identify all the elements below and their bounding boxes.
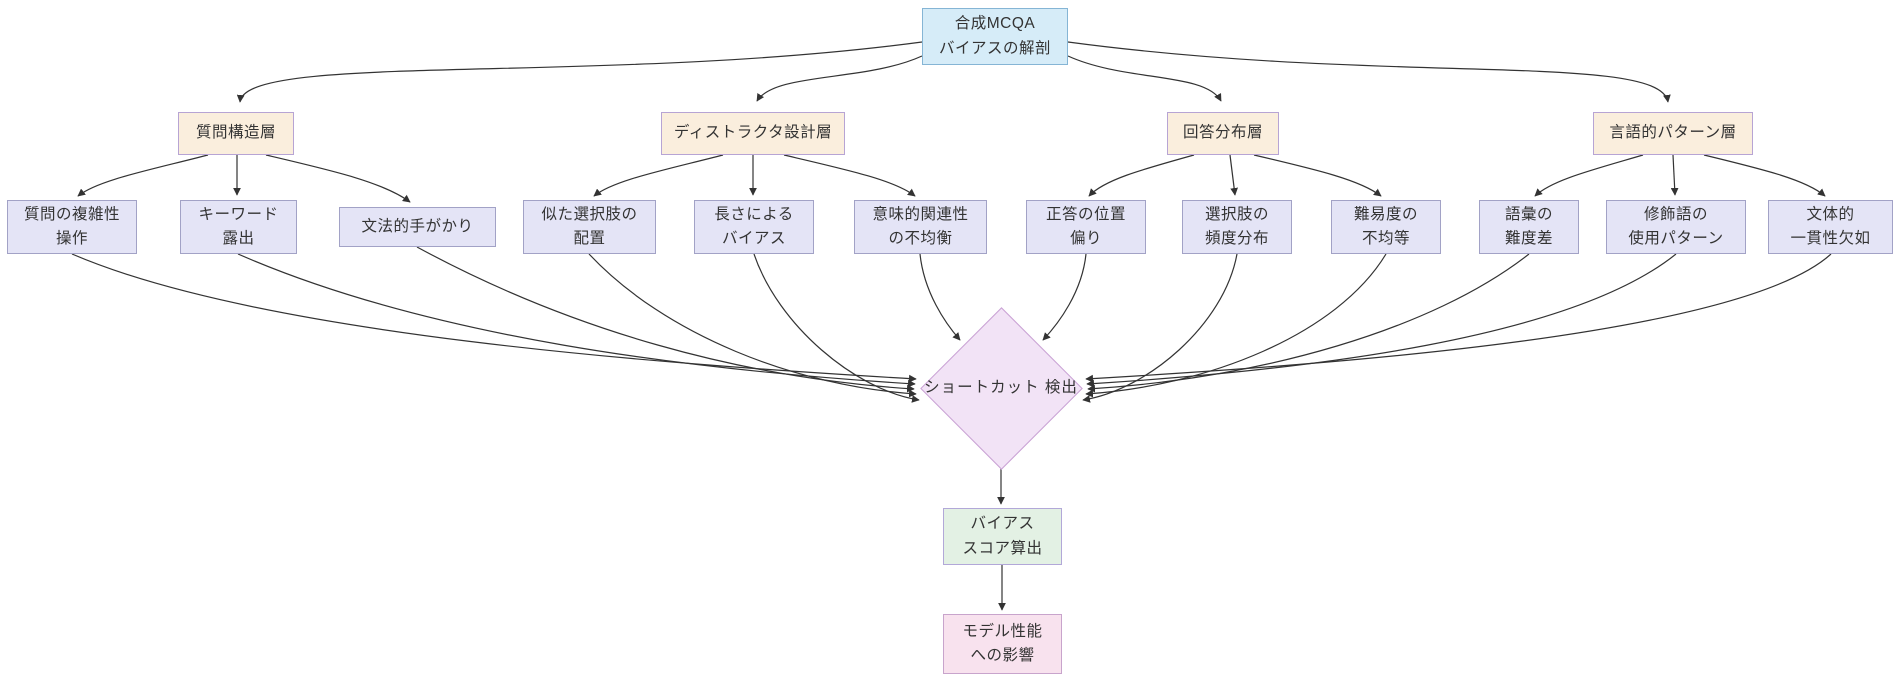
edge-answer-distribution-f7 [1088, 154, 1195, 197]
edge-f7-shortcut-detection [1042, 253, 1087, 341]
node-factor-difficulty-imbalance-line1: 難易度の [1353, 205, 1418, 223]
edge-linguistic-pattern-f11 [1670, 154, 1679, 196]
node-factor-vocabulary-gap: 語彙の 難度差 [1479, 200, 1579, 254]
edge-distractor-design-f6 [783, 154, 916, 197]
node-decision-shortcut-detection: ショートカット 検出 [920, 307, 1083, 470]
node-score-bias-score-line1: バイアス [970, 515, 1035, 533]
edge-root-question-structure [236, 41, 923, 103]
node-factor-similar-choices: 似た選択肢の 配置 [523, 200, 656, 254]
node-factor-semantic-imbalance: 意味的関連性 の不均衡 [854, 200, 987, 254]
node-factor-modifier-pattern: 修飾語の 使用パターン [1606, 200, 1746, 254]
node-impact-model-performance-line2: への影響 [970, 647, 1035, 664]
node-score-bias-score-line2: スコア算出 [962, 539, 1043, 557]
node-factor-vocabulary-gap-line1: 語彙の [1504, 205, 1553, 223]
edge-root-linguistic-pattern [1067, 41, 1671, 103]
node-factor-difficulty-imbalance-line2: 不均等 [1361, 230, 1410, 247]
node-impact-model-performance-line1: モデル性能 [962, 622, 1043, 640]
node-score-bias-score: バイアス スコア算出 [943, 508, 1062, 565]
node-impact-model-performance: モデル性能 への影響 [943, 614, 1062, 674]
node-factor-question-complexity-line1: 質問の複雑性 [23, 205, 120, 223]
node-root-line2: バイアスの解剖 [938, 39, 1051, 57]
node-factor-answer-position: 正答の位置 偏り [1026, 200, 1146, 254]
node-factor-modifier-pattern-line1: 修飾語の [1643, 205, 1708, 223]
node-layer-linguistic-pattern-label: 言語的パターン層 [1609, 124, 1737, 142]
node-factor-style-inconsistency-line2: 一貫性欠如 [1790, 230, 1871, 247]
node-root: 合成MCQA バイアスの解剖 [922, 8, 1068, 65]
node-factor-length-bias-line1: 長さによる [714, 205, 794, 223]
node-factor-modifier-pattern-line2: 使用パターン [1628, 230, 1724, 247]
node-factor-style-inconsistency-line1: 文体的 [1806, 205, 1855, 223]
edge-linguistic-pattern-f10 [1534, 154, 1644, 197]
node-layer-answer-distribution: 回答分布層 [1167, 112, 1279, 155]
edge-f8-shortcut-detection [1082, 253, 1238, 403]
node-factor-grammatical-cues-label: 文法的手がかり [361, 217, 474, 235]
edge-question-structure-f1 [77, 154, 209, 197]
node-factor-answer-position-line1: 正答の位置 [1045, 205, 1126, 223]
node-factor-length-bias-line2: バイアス [721, 230, 786, 247]
node-layer-question-structure-label: 質問構造層 [195, 124, 276, 142]
node-layer-distractor-design-label: ディストラクタ設計層 [673, 124, 833, 142]
node-factor-keyword-exposure-line1: キーワード [198, 205, 279, 223]
node-layer-distractor-design: ディストラクタ設計層 [661, 112, 845, 155]
node-layer-question-structure: 質問構造層 [178, 112, 294, 155]
node-factor-question-complexity-line2: 操作 [55, 230, 88, 247]
edge-distractor-design-f4 [593, 154, 724, 197]
edge-f3-shortcut-detection [416, 246, 915, 393]
node-factor-question-complexity: 質問の複雑性 操作 [7, 200, 137, 254]
node-factor-similar-choices-line1: 似た選択肢の [541, 205, 638, 223]
node-factor-choice-frequency-line1: 選択肢の [1204, 205, 1269, 223]
edge-f4-shortcut-detection [588, 253, 917, 398]
node-root-line1: 合成MCQA [954, 15, 1036, 33]
node-factor-length-bias: 長さによる バイアス [694, 200, 814, 254]
node-factor-style-inconsistency: 文体的 一貫性欠如 [1768, 200, 1893, 254]
node-factor-semantic-imbalance-line1: 意味的関連性 [872, 205, 969, 223]
node-factor-semantic-imbalance-line2: の不均衡 [888, 230, 953, 247]
node-factor-vocabulary-gap-line2: 難度差 [1504, 230, 1553, 247]
node-factor-keyword-exposure: キーワード 露出 [180, 200, 297, 254]
edge-root-answer-distribution [1067, 55, 1222, 102]
edge-f2-shortcut-detection [237, 253, 916, 388]
edge-linguistic-pattern-f12 [1703, 154, 1826, 197]
node-layer-linguistic-pattern: 言語的パターン層 [1593, 112, 1753, 155]
edge-answer-distribution-f9 [1253, 154, 1382, 197]
edge-f12-shortcut-detection [1085, 253, 1832, 383]
edge-f5-shortcut-detection [753, 253, 920, 403]
node-layer-answer-distribution-label: 回答分布層 [1182, 124, 1263, 142]
edge-f1-shortcut-detection [71, 253, 917, 383]
node-factor-choice-frequency-line2: 頻度分布 [1204, 230, 1269, 247]
node-decision-shortcut-detection-label: ショートカット 検出 [924, 376, 1078, 400]
edge-f10-shortcut-detection [1087, 253, 1530, 393]
edge-f11-shortcut-detection [1086, 253, 1677, 388]
edge-f6-shortcut-detection [919, 253, 961, 341]
node-factor-keyword-exposure-line2: 露出 [222, 230, 255, 247]
edge-question-structure-f3 [265, 154, 411, 203]
node-decision-shortcut-detection-line1: ショートカット [924, 378, 1040, 396]
node-factor-grammatical-cues: 文法的手がかり [339, 207, 496, 247]
edge-root-distractor-design [756, 55, 923, 102]
node-factor-difficulty-imbalance: 難易度の 不均等 [1331, 200, 1441, 254]
edge-answer-distribution-f8 [1229, 154, 1238, 196]
edge-f9-shortcut-detection [1085, 253, 1387, 398]
node-factor-choice-frequency: 選択肢の 頻度分布 [1182, 200, 1292, 254]
node-decision-shortcut-detection-line2: 検出 [1044, 378, 1078, 396]
node-factor-answer-position-line2: 偏り [1069, 230, 1102, 247]
node-factor-similar-choices-line2: 配置 [573, 230, 606, 247]
